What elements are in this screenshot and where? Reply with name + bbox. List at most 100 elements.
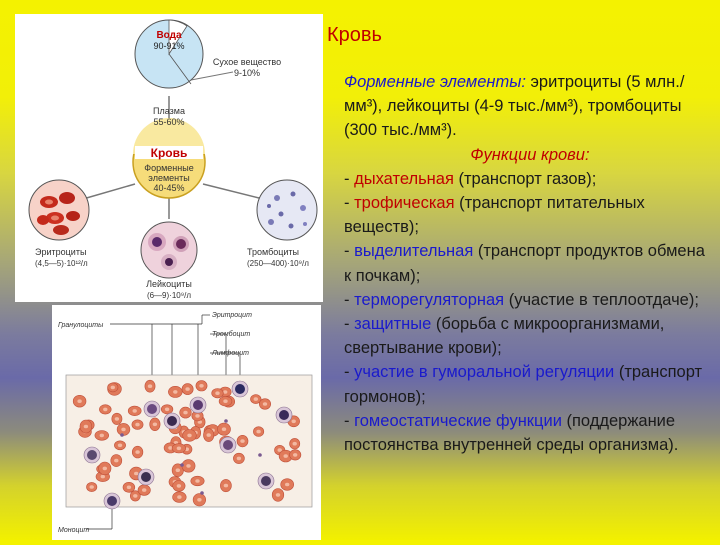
erythrocyte-center	[173, 390, 178, 394]
function-term: дыхательная	[354, 169, 454, 188]
erythrocyte-center	[240, 439, 245, 443]
thrombocyte-label: Тромбоцит	[212, 330, 250, 338]
function-dash: -	[344, 315, 355, 334]
erythrocyte-center	[102, 466, 107, 471]
leukocyte-nucleus	[193, 400, 203, 410]
function-desc: (транспорт продуктов обмена к почкам);	[344, 242, 705, 285]
leukocyte-nucleus	[141, 472, 151, 482]
wbc-label: Лейкоциты	[146, 279, 192, 289]
blood-center-circle: Плазма 55-60% Кровь Форменные элементы 4…	[132, 106, 206, 199]
lymphocyte-label: Лимфоцит	[211, 350, 249, 357]
leukocyte-nucleus	[261, 476, 271, 486]
erythrocyte-center	[175, 468, 180, 472]
erythrocyte-center	[187, 433, 192, 438]
formed-elements-prefix: Форменные элементы:	[344, 73, 526, 91]
function-dash: -	[344, 194, 355, 213]
function-term: защитные	[354, 315, 432, 334]
wbc-count: (6—9)·10⁹/л	[147, 291, 191, 300]
erythrocyte-center	[221, 427, 227, 431]
plt-label: Тромбоциты	[247, 247, 299, 257]
text-block: Форменные элементы: эритроциты (5 млн./м…	[344, 70, 716, 457]
erythrocyte-center	[177, 495, 182, 499]
formed-label-1: Форменные	[144, 163, 193, 173]
function-desc: (транспорт газов);	[453, 169, 597, 188]
erythrocyte-center	[206, 433, 211, 437]
function-desc: (поддержание постоянства внутренней сред…	[344, 411, 679, 455]
erythrocyte-center	[197, 498, 202, 502]
leukocyte-nucleus	[167, 416, 177, 426]
slide-title: Кровь	[327, 24, 382, 46]
erythrocyte-center	[176, 484, 182, 488]
erythrocyte-center	[277, 448, 282, 452]
erythrocyte-center	[103, 407, 108, 412]
erythrocyte-center	[185, 387, 190, 391]
function-item: - выделительная (транспорт продуктов обм…	[344, 239, 716, 287]
blood-smear-figure: Гранулоциты Эритроцит Тромбоцит Лимфоцит…	[52, 305, 321, 540]
formed-elements-body: эритроциты (5 млн./мм³), лейкоциты (4-9 …	[344, 73, 685, 140]
erythrocyte-center	[223, 399, 228, 403]
function-desc: (участие в теплоотдаче);	[504, 290, 699, 309]
plasma-pct: 55-60%	[153, 117, 184, 127]
granulocytes-label: Гранулоциты	[58, 322, 104, 329]
water-label: Вода	[156, 30, 182, 41]
erythrocyte-center	[256, 429, 261, 434]
erythrocyte-center	[152, 422, 158, 427]
rbc-label: Эритроциты	[35, 247, 86, 257]
thrombocyte-cell	[224, 419, 228, 423]
erythrocyte-center	[292, 441, 297, 446]
function-dash: -	[344, 411, 355, 430]
function-dash: -	[344, 290, 355, 309]
blood-composition-diagram: Вода 90-91% Сухое вещество 9-10% Плазма …	[15, 14, 323, 302]
erythrocyte-center	[176, 446, 182, 451]
erythrocyte-center	[164, 407, 170, 412]
erythrocyte-label: Эритроцит	[212, 312, 252, 319]
formed-label-2: элементы	[148, 173, 189, 183]
function-dash: -	[344, 363, 355, 382]
erythrocyte-center	[223, 390, 228, 394]
erythrocyte-center	[186, 464, 191, 468]
function-item: - защитные (борьба с микроорганизмами, с…	[344, 312, 716, 360]
formed-elements-paragraph: Форменные элементы: эритроциты (5 млн./м…	[344, 70, 716, 143]
function-desc: (транспорт гормонов);	[344, 363, 703, 406]
function-item: - терморегуляторная (участие в теплоотда…	[344, 288, 716, 312]
function-term: терморегуляторная	[354, 290, 505, 309]
leukocyte-nucleus	[107, 496, 117, 506]
water-pct: 90-91%	[153, 41, 184, 51]
erythrocyte-center	[215, 391, 220, 395]
blood-label: Кровь	[151, 146, 188, 160]
thrombocyte-cell	[180, 463, 184, 467]
thrombocytes-circle	[256, 179, 318, 241]
erythrocyte-center	[195, 414, 200, 418]
thrombocyte-cell	[258, 453, 262, 457]
function-item: - дыхательная (транспорт газов);	[344, 167, 716, 191]
erythrocyte-center	[199, 384, 204, 388]
water-pie: Вода 90-91%	[134, 19, 204, 89]
erythrocyte-center	[110, 385, 115, 390]
function-dash: -	[344, 169, 355, 188]
thrombocyte-cell	[120, 433, 124, 437]
erythrocytes-circle	[28, 179, 90, 241]
erythrocyte-center	[114, 458, 119, 463]
function-item: - гомеостатические функции (поддержание …	[344, 409, 716, 457]
erythrocyte-center	[142, 488, 147, 492]
rbc-count: (4,5—5)·10¹²/л	[35, 259, 88, 268]
function-dash: -	[344, 242, 355, 261]
erythrocyte-center	[275, 493, 281, 497]
erythrocyte-center	[168, 446, 173, 450]
erythrocyte-center	[77, 399, 82, 403]
erythrocyte-center	[117, 443, 123, 448]
erythrocyte-center	[262, 402, 268, 406]
plasma-label: Плазма	[153, 106, 185, 116]
function-term: участие в гуморальной регуляции	[354, 363, 615, 382]
thrombocyte-cell	[200, 491, 204, 495]
erythrocyte-center	[134, 471, 139, 476]
erythrocyte-center	[147, 384, 153, 388]
erythrocyte-center	[293, 453, 298, 457]
function-desc: (транспорт питательных веществ);	[344, 194, 645, 237]
erythrocyte-center	[183, 410, 188, 415]
plt-count: (250—400)·10⁹/л	[247, 259, 309, 268]
dry-label: Сухое вещество	[213, 57, 281, 67]
function-term: гомеостатические функции	[354, 411, 562, 430]
erythrocyte-center	[83, 424, 89, 429]
